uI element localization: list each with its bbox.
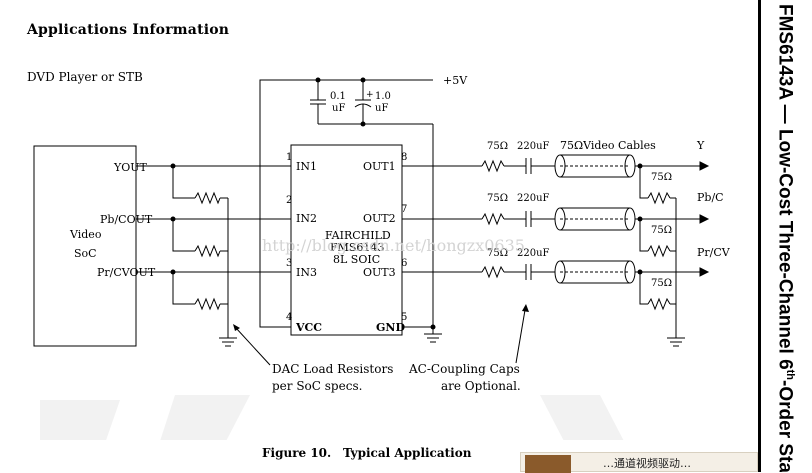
soc-out-pb: Pb/COUT (100, 213, 153, 226)
output-channels (402, 154, 710, 284)
chip-part: FMS6143 (330, 241, 384, 254)
output-pb: Pb/C (697, 191, 724, 204)
pin-num-3: 3 (286, 258, 292, 269)
ac-annotation-line1: AC-Coupling Caps (408, 362, 520, 376)
pin-num-2: 2 (286, 195, 292, 206)
pin-vcc: VCC (295, 321, 322, 334)
cable-label: 75ΩVideo Cables (560, 139, 656, 152)
term-r3: 75Ω (651, 278, 672, 289)
ad-text: …通道视频驱动… (603, 457, 691, 470)
coupling-cap-2: 220uF (517, 193, 550, 204)
chip-name: FAIRCHILD (325, 229, 391, 242)
cap2-unit: uF (375, 103, 388, 114)
pin-in2: IN2 (296, 212, 317, 225)
circuit-diagram: Video SoC YOUT Pb/COUT Pr/CVOUT 1 2 3 4 … (33, 74, 731, 440)
pin-in3: IN3 (296, 266, 317, 279)
ad-thumbnail (525, 455, 571, 473)
term-r1: 75Ω (651, 172, 672, 183)
termination-resistors (639, 166, 685, 347)
side-title-text: FMS6143A — Low-Cost Three-Channel 6 (774, 4, 796, 370)
pin-num-6: 6 (401, 258, 407, 269)
cap1-value: 0.1 (330, 91, 346, 102)
pin-gnd: GND (376, 321, 405, 334)
pin-num-4: 4 (286, 312, 292, 323)
pin-num-5: 5 (401, 312, 407, 323)
series-r1: 75Ω (487, 141, 508, 152)
dac-annotation-line1: DAC Load Resistors (272, 362, 393, 376)
pin-num-1: 1 (286, 152, 292, 163)
soc-out-y: YOUT (113, 161, 148, 174)
side-title-strip: FMS6143A — Low-Cost Three-Channel 6th-Or… (764, 0, 810, 472)
output-y: Y (696, 139, 705, 152)
side-rule (758, 0, 761, 472)
dac-resistor-network (172, 166, 237, 347)
soc-label-video: Video (69, 228, 102, 241)
coupling-cap-1: 220uF (517, 141, 550, 152)
figure-number: Figure 10. (262, 446, 332, 460)
cap2-plus: + (366, 90, 374, 100)
junction-dots (170, 77, 643, 330)
watermark-text: http://blog.csdn.net/hongzx0635 (262, 236, 525, 255)
chip-package: 8L SOIC (333, 253, 380, 266)
term-r2: 75Ω (651, 225, 672, 236)
pin-out2: OUT2 (363, 212, 396, 225)
side-title-sup: th (784, 369, 796, 381)
series-r3: 75Ω (487, 248, 508, 259)
series-r2: 75Ω (487, 193, 508, 204)
side-title-suffix: -Order Sta (774, 380, 796, 472)
pin-in1: IN1 (296, 160, 317, 173)
soc-label-soc: SoC (74, 247, 97, 260)
ac-annotation-line2: are Optional. (441, 379, 521, 393)
supply-label: +5V (443, 74, 468, 87)
figure-title: Typical Application (343, 446, 472, 460)
pin-out3: OUT3 (363, 266, 396, 279)
background-decoration (40, 395, 624, 440)
coupling-cap-3: 220uF (517, 248, 550, 259)
cap2-value: 1.0 (375, 91, 391, 102)
subheading: DVD Player or STB (27, 70, 143, 84)
output-pr: Pr/CV (697, 246, 731, 259)
cap1-unit: uF (332, 103, 345, 114)
section-heading: Applications Information (27, 22, 230, 38)
soc-box (33, 145, 137, 347)
chip-box (290, 144, 403, 336)
pin-num-8: 8 (401, 152, 407, 163)
pin-out1: OUT1 (363, 160, 396, 173)
side-title: FMS6143A — Low-Cost Three-Channel 6th-Or… (774, 4, 796, 472)
pin-num-7: 7 (401, 204, 407, 215)
soc-out-pr: Pr/CVOUT (97, 266, 156, 279)
dac-annotation-line2: per SoC specs. (272, 379, 362, 393)
ad-banner[interactable]: …通道视频驱动… (520, 452, 758, 473)
